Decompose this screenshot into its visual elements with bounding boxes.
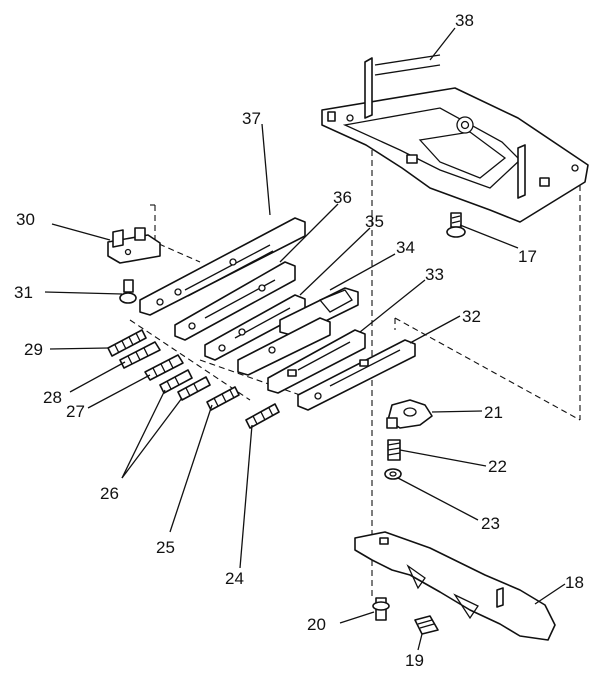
part-26-spring: [159, 369, 211, 401]
leader-lines: [44, 27, 566, 651]
part-19-spring: [414, 615, 439, 635]
part-36-slider-plate: [174, 261, 296, 341]
part-20-stud: [372, 597, 390, 621]
part-23-washer: [384, 468, 402, 480]
part-34-slider-plate: [237, 287, 359, 376]
callout-36: 36: [333, 188, 352, 207]
callout-21: 21: [484, 403, 503, 422]
part-29-spring: [107, 329, 147, 357]
part-22-spring: [387, 439, 401, 461]
part-30-bracket: [107, 227, 161, 264]
callout-20: 20: [307, 615, 326, 634]
callout-33: 33: [425, 265, 444, 284]
callout-29: 29: [24, 340, 43, 359]
callout-28: 28: [43, 388, 62, 407]
springs: [107, 329, 280, 429]
callout-30: 30: [16, 210, 35, 229]
callout-17: 17: [518, 247, 537, 266]
callout-22: 22: [488, 457, 507, 476]
part-24-spring: [245, 403, 280, 429]
part-33-slider-plate: [267, 329, 366, 394]
part-32-slider-plate: [297, 339, 416, 411]
callout-25: 25: [156, 538, 175, 557]
callout-26: 26: [100, 484, 119, 503]
callout-38: 38: [455, 11, 474, 30]
callout-27: 27: [66, 402, 85, 421]
callout-35: 35: [365, 212, 384, 231]
part-37-slider-plate: [139, 217, 306, 316]
callout-32: 32: [462, 307, 481, 326]
callout-19: 19: [405, 651, 424, 670]
part-31-screw: [119, 279, 137, 304]
callout-23: 23: [481, 514, 500, 533]
callout-34: 34: [396, 238, 415, 257]
callout-18: 18: [565, 573, 584, 592]
part-38-main-frame: [321, 54, 589, 223]
part-17-screw: [446, 212, 466, 238]
callout-31: 31: [14, 283, 33, 302]
callout-37: 37: [242, 109, 261, 128]
part-25-spring: [206, 386, 240, 411]
part-27-spring: [144, 354, 184, 381]
part-28-spring: [119, 341, 161, 369]
callout-labels: 38 37 36 35 34 33 32 30 31 29 28 27 26 2…: [14, 11, 584, 670]
part-21-cam: [386, 399, 433, 429]
callout-24: 24: [225, 569, 244, 588]
part-18-lower-frame: [354, 531, 556, 641]
